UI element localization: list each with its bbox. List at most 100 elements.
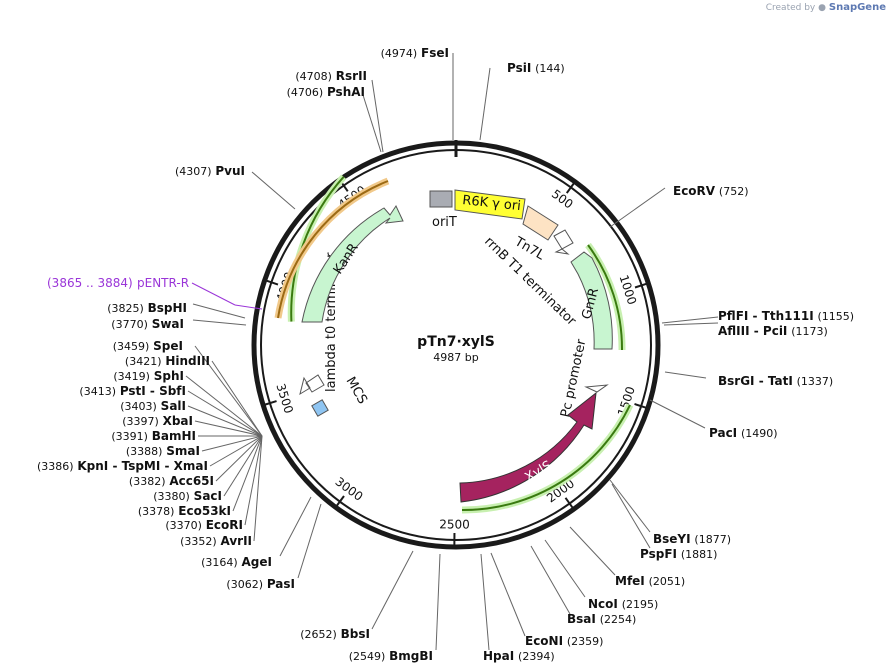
restriction-site-label[interactable]: (3386) KpnI - TspMI - XmaI [37,459,208,473]
restriction-site-label[interactable]: (3391) BamHI [111,429,196,443]
site-name: PasI [267,577,295,591]
mcs-leader-line [185,375,263,437]
site-name: PacI [709,426,737,440]
restriction-site-label[interactable]: PsiI (144) [507,61,565,75]
site-name: EcoRI [206,518,243,532]
feature-tn7l[interactable] [522,205,559,241]
restriction-site-label[interactable]: (3382) Acc65I [129,474,214,488]
site-position: (2652) [300,628,337,641]
restriction-site-label[interactable]: MfeI (2051) [615,574,685,588]
feature-r6k-ori[interactable] [454,189,526,220]
feature-rrnb-arrow[interactable] [553,229,574,255]
restriction-site-label[interactable]: (3825) BspHI [107,301,187,315]
mcs-leader-line [223,435,263,497]
restriction-site-label[interactable]: NcoI (2195) [588,597,658,611]
r6k-label: R6K γ ori [462,193,522,214]
site-name: Acc65I [169,474,214,488]
site-position: (3370) [165,519,202,532]
feature-xyls[interactable] [459,391,597,503]
site-position: (3378) [138,505,175,518]
site-name: XbaI [163,414,193,428]
mcs-leader-line [244,435,263,526]
restriction-site-label[interactable]: (3421) HindIII [125,354,210,368]
restriction-site-label[interactable]: BsrGI - TatI (1337) [718,374,833,388]
tick-mark [266,279,279,286]
mcs-leader-line [187,405,263,437]
restriction-sites: (4974) FseI PsiI (144) (4708) RsrII (4706) … [37,46,854,663]
restriction-site-label[interactable]: (3352) AvrII [180,534,252,548]
tick-mark [634,282,647,289]
tick-mark [264,400,277,406]
tick-label: 3500 [273,382,295,415]
feature-lambda-arrow[interactable] [299,374,325,396]
restriction-site-label[interactable]: (3062) PasI [226,577,295,591]
feature-mcs[interactable] [311,399,329,417]
primer-pentr-r[interactable]: (3865 .. 3884) pENTR-R [47,276,263,310]
site-position: (144) [535,62,565,75]
restriction-site-label[interactable]: BseYI (1877) [653,532,731,546]
tick-label: 1000 [617,273,640,306]
site-position: (3825) [107,302,144,315]
restriction-site-label[interactable]: (4708) RsrII [295,69,367,83]
site-position: (1173) [791,325,828,338]
plasmid-size: 4987 bp [433,351,478,364]
site-position: (752) [719,185,749,198]
plasmid-name: pTn7·xylS [417,334,495,350]
restriction-site-label[interactable]: (2549) BmgBI [349,649,433,663]
site-name: SalI [161,399,186,413]
restriction-site-label[interactable]: PacI (1490) [709,426,778,440]
restriction-site-label[interactable]: EcoNI (2359) [525,634,603,648]
restriction-site-label[interactable]: (3419) SphI [113,369,184,383]
restriction-site-label[interactable]: (2652) BbsI [300,627,370,641]
restriction-site-label[interactable]: (3370) EcoRI [165,518,243,532]
restriction-site-label[interactable]: BsaI (2254) [567,612,636,626]
restriction-site-label[interactable]: PflFI - Tth111I (1155) [718,309,854,323]
restriction-site-label[interactable]: PspFI (1881) [640,547,717,561]
feature-gmr[interactable] [570,251,613,350]
restriction-site-label[interactable]: HpaI (2394) [483,649,555,663]
site-name: FseI [421,46,449,60]
site-position: (1877) [694,533,731,546]
xyls-arc [461,403,634,514]
restriction-site-label[interactable]: (3378) Eco53kI [138,504,231,518]
site-position: (1881) [681,548,718,561]
credit-brand: SnapGene [828,2,886,13]
feature-orit[interactable] [429,190,453,208]
site-position: (3413) [79,385,116,398]
site-name: SacI [194,489,222,503]
restriction-site-label[interactable]: (4974) FseI [381,46,449,60]
tick-mark [634,403,647,409]
site-position: (3388) [126,445,163,458]
gmr-arc [585,242,626,351]
restriction-site-label[interactable]: AflIII - PciI (1173) [718,324,828,338]
restriction-site-label[interactable]: (3770) SwaI [111,317,184,331]
restriction-site-label[interactable]: (4307) PvuI [175,164,245,178]
restriction-site-label[interactable]: (3397) XbaI [122,414,193,428]
restriction-site-label[interactable]: (4706) PshAI [287,85,365,99]
mcs-leader-line [209,435,263,467]
site-name: SwaI [152,317,184,331]
mcs-leader-line [211,360,263,437]
site-position: (3459) [113,340,150,353]
site-position: (4706) [287,86,324,99]
feature-pc-promoter[interactable] [584,384,609,393]
restriction-site-label[interactable]: (3403) SalI [120,399,186,413]
tick-label: 2500 [439,517,470,531]
tick-mark [565,182,575,194]
snapgene-logo-icon: ● [818,3,826,13]
restriction-site-label[interactable]: (3164) AgeI [201,555,272,569]
restriction-site-label[interactable]: (3459) SpeI [113,339,183,353]
site-name: BsrGI - TatI [718,374,793,388]
restriction-site-label[interactable]: (3388) SmaI [126,444,200,458]
site-name: BbsI [341,627,370,641]
restriction-site-label[interactable]: (3413) PstI - SbfI [79,384,186,398]
restriction-site-label[interactable]: (3380) SacI [153,489,222,503]
tick-label: 500 [549,187,576,212]
restriction-site-label[interactable]: EcoRV (752) [673,184,749,198]
site-position: (3164) [201,556,238,569]
site-position: (3386) [37,460,74,473]
feature-kanr[interactable] [301,204,404,323]
site-name: PflFI - Tth111I [718,309,814,323]
site-name: BmgBI [389,649,433,663]
